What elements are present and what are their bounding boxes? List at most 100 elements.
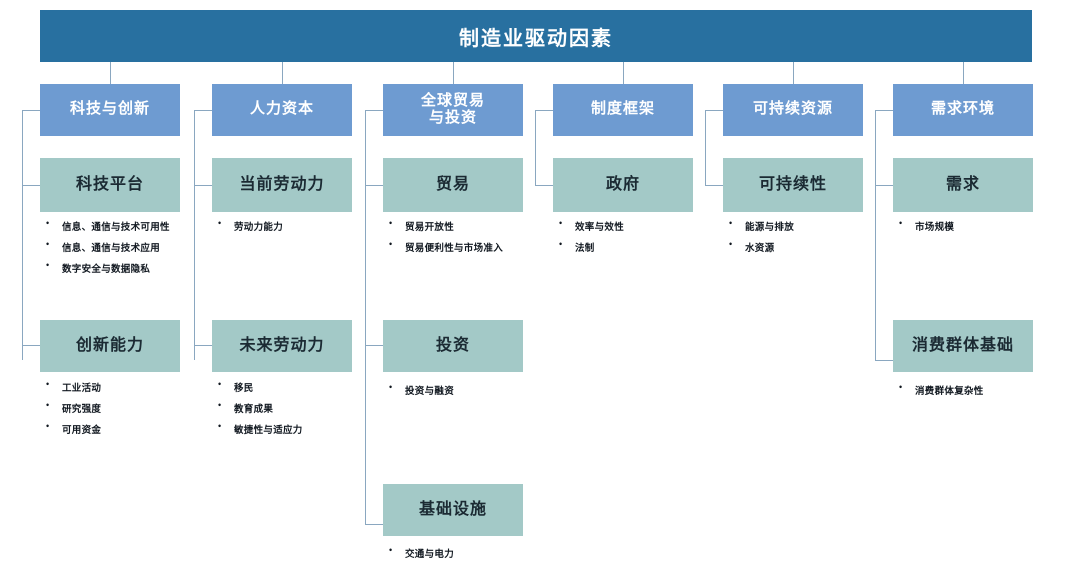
bracket-stub-col-6-group-2 xyxy=(875,185,893,186)
subcategory-label-1-2: 创新能力 xyxy=(75,336,144,354)
bracket-stub-col-1-group-3 xyxy=(22,345,40,346)
bracket-stub-col-3-group-1 xyxy=(365,110,383,111)
bracket-col-5 xyxy=(705,110,706,185)
connector-banner-to-col-3 xyxy=(453,62,454,84)
subcategory-label-3-3: 基础设施 xyxy=(418,500,487,518)
category-box-3[interactable]: 全球贸易 与投资 xyxy=(383,84,523,136)
subcategory-box-5-1[interactable]: 可持续性 xyxy=(723,158,863,212)
category-label-4: 制度框架 xyxy=(590,101,655,118)
list-item: 研究强度 xyxy=(40,400,212,415)
category-box-4[interactable]: 制度框架 xyxy=(553,84,693,136)
bracket-stub-col-2-group-3 xyxy=(194,345,212,346)
subcategory-label-2-2: 未来劳动力 xyxy=(239,336,325,354)
list-item: 教育成果 xyxy=(212,400,384,415)
subcategory-label-6-2: 消费群体基础 xyxy=(911,336,1014,354)
list-item: 敏捷性与适应力 xyxy=(212,421,384,436)
connector-banner-to-col-1 xyxy=(110,62,111,84)
column-sustainable-resources: 可持续资源 可持续性 能源与排放 水资源 xyxy=(705,0,863,576)
category-label-1: 科技与创新 xyxy=(69,101,150,118)
bracket-stub-col-1-group-2 xyxy=(22,185,40,186)
category-box-1[interactable]: 科技与创新 xyxy=(40,84,180,136)
subcategory-box-3-2[interactable]: 投资 xyxy=(383,320,523,372)
bracket-col-1 xyxy=(22,110,23,360)
diagram-title-banner: 制造业驱动因素 xyxy=(40,10,1032,62)
subcategory-box-6-1[interactable]: 需求 xyxy=(893,158,1033,212)
list-item: 劳动力能力 xyxy=(212,218,384,233)
bracket-col-4 xyxy=(535,110,536,185)
bracket-stub-col-1-group-1 xyxy=(22,110,40,111)
subcategory-label-3-2: 投资 xyxy=(435,336,470,354)
bullet-list-2-2: 移民 教育成果 敏捷性与适应力 xyxy=(212,379,384,443)
connector-banner-to-col-4 xyxy=(623,62,624,84)
bracket-stub-col-4-group-1 xyxy=(535,110,553,111)
list-item: 能源与排放 xyxy=(723,218,895,233)
category-label-3-line-2: 与投资 xyxy=(428,110,477,126)
category-box-6[interactable]: 需求环境 xyxy=(893,84,1033,136)
bullet-list-3-3: 交通与电力 xyxy=(383,545,555,567)
bullet-list-2-1: 劳动力能力 xyxy=(212,218,384,240)
list-item: 效率与效性 xyxy=(553,218,725,233)
category-label-5: 可持续资源 xyxy=(752,101,833,118)
category-label-2: 人力资本 xyxy=(249,101,314,118)
list-item: 投资与融资 xyxy=(383,382,555,397)
column-human-capital: 人力资本 当前劳动力 劳动力能力 未来劳动力 移民 教育成果 敏捷性与适应力 xyxy=(194,0,352,576)
subcategory-box-1-1[interactable]: 科技平台 xyxy=(40,158,180,212)
list-item: 市场规模 xyxy=(893,218,1065,233)
bracket-col-3 xyxy=(365,110,366,524)
bracket-stub-col-3-group-3 xyxy=(365,345,383,346)
subcategory-label-6-1: 需求 xyxy=(945,175,980,193)
subcategory-label-3-1: 贸易 xyxy=(435,175,470,193)
subcategory-box-4-1[interactable]: 政府 xyxy=(553,158,693,212)
column-technology-innovation: 科技与创新 科技平台 信息、通信与技术可用性 信息、通信与技术应用 数字安全与数… xyxy=(22,0,180,576)
list-item: 工业活动 xyxy=(40,379,212,394)
column-demand-environment: 需求环境 需求 市场规模 消费群体基础 消费群体复杂性 xyxy=(875,0,1033,576)
bracket-stub-col-4-group-2 xyxy=(535,185,553,186)
bracket-stub-col-5-group-1 xyxy=(705,110,723,111)
subcategory-label-4-1: 政府 xyxy=(605,175,640,193)
subcategory-box-1-2[interactable]: 创新能力 xyxy=(40,320,180,372)
bullet-list-6-2: 消费群体复杂性 xyxy=(893,382,1065,404)
bracket-stub-col-5-group-2 xyxy=(705,185,723,186)
page-title: 制造业驱动因素 xyxy=(459,27,613,50)
subcategory-label-1-1: 科技平台 xyxy=(75,175,144,193)
connector-banner-to-col-5 xyxy=(793,62,794,84)
subcategory-box-6-2[interactable]: 消费群体基础 xyxy=(893,320,1033,372)
category-box-5[interactable]: 可持续资源 xyxy=(723,84,863,136)
bullet-list-6-1: 市场规模 xyxy=(893,218,1065,240)
list-item: 数字安全与数据隐私 xyxy=(40,260,212,275)
bullet-list-3-2: 投资与融资 xyxy=(383,382,555,404)
bracket-stub-col-6-group-3 xyxy=(875,360,893,361)
category-label-3-line-1: 全球贸易 xyxy=(420,92,485,109)
list-item: 消费群体复杂性 xyxy=(893,382,1065,397)
subcategory-label-2-1: 当前劳动力 xyxy=(239,175,325,193)
bullet-list-1-2: 工业活动 研究强度 可用资金 xyxy=(40,379,212,443)
bracket-stub-col-2-group-1 xyxy=(194,110,212,111)
subcategory-box-2-1[interactable]: 当前劳动力 xyxy=(212,158,352,212)
list-item: 贸易便利性与市场准入 xyxy=(383,239,555,254)
list-item: 法制 xyxy=(553,239,725,254)
bracket-stub-col-3-group-4 xyxy=(365,524,383,525)
category-box-2[interactable]: 人力资本 xyxy=(212,84,352,136)
connector-banner-to-col-2 xyxy=(282,62,283,84)
list-item: 可用资金 xyxy=(40,421,212,436)
subcategory-box-3-1[interactable]: 贸易 xyxy=(383,158,523,212)
list-item: 交通与电力 xyxy=(383,545,555,560)
bullet-list-5-1: 能源与排放 水资源 xyxy=(723,218,895,261)
bracket-col-2 xyxy=(194,110,195,360)
column-institutional-framework: 制度框架 政府 效率与效性 法制 xyxy=(535,0,693,576)
bracket-stub-col-6-group-1 xyxy=(875,110,893,111)
list-item: 移民 xyxy=(212,379,384,394)
bracket-col-6 xyxy=(875,110,876,360)
bracket-stub-col-2-group-2 xyxy=(194,185,212,186)
list-item: 水资源 xyxy=(723,239,895,254)
bracket-stub-col-3-group-2 xyxy=(365,185,383,186)
subcategory-box-2-2[interactable]: 未来劳动力 xyxy=(212,320,352,372)
bullet-list-1-1: 信息、通信与技术可用性 信息、通信与技术应用 数字安全与数据隐私 xyxy=(40,218,212,282)
list-item: 信息、通信与技术可用性 xyxy=(40,218,212,233)
subcategory-box-3-3[interactable]: 基础设施 xyxy=(383,484,523,536)
list-item: 信息、通信与技术应用 xyxy=(40,239,212,254)
subcategory-label-5-1: 可持续性 xyxy=(758,175,827,193)
bullet-list-4-1: 效率与效性 法制 xyxy=(553,218,725,261)
list-item: 贸易开放性 xyxy=(383,218,555,233)
